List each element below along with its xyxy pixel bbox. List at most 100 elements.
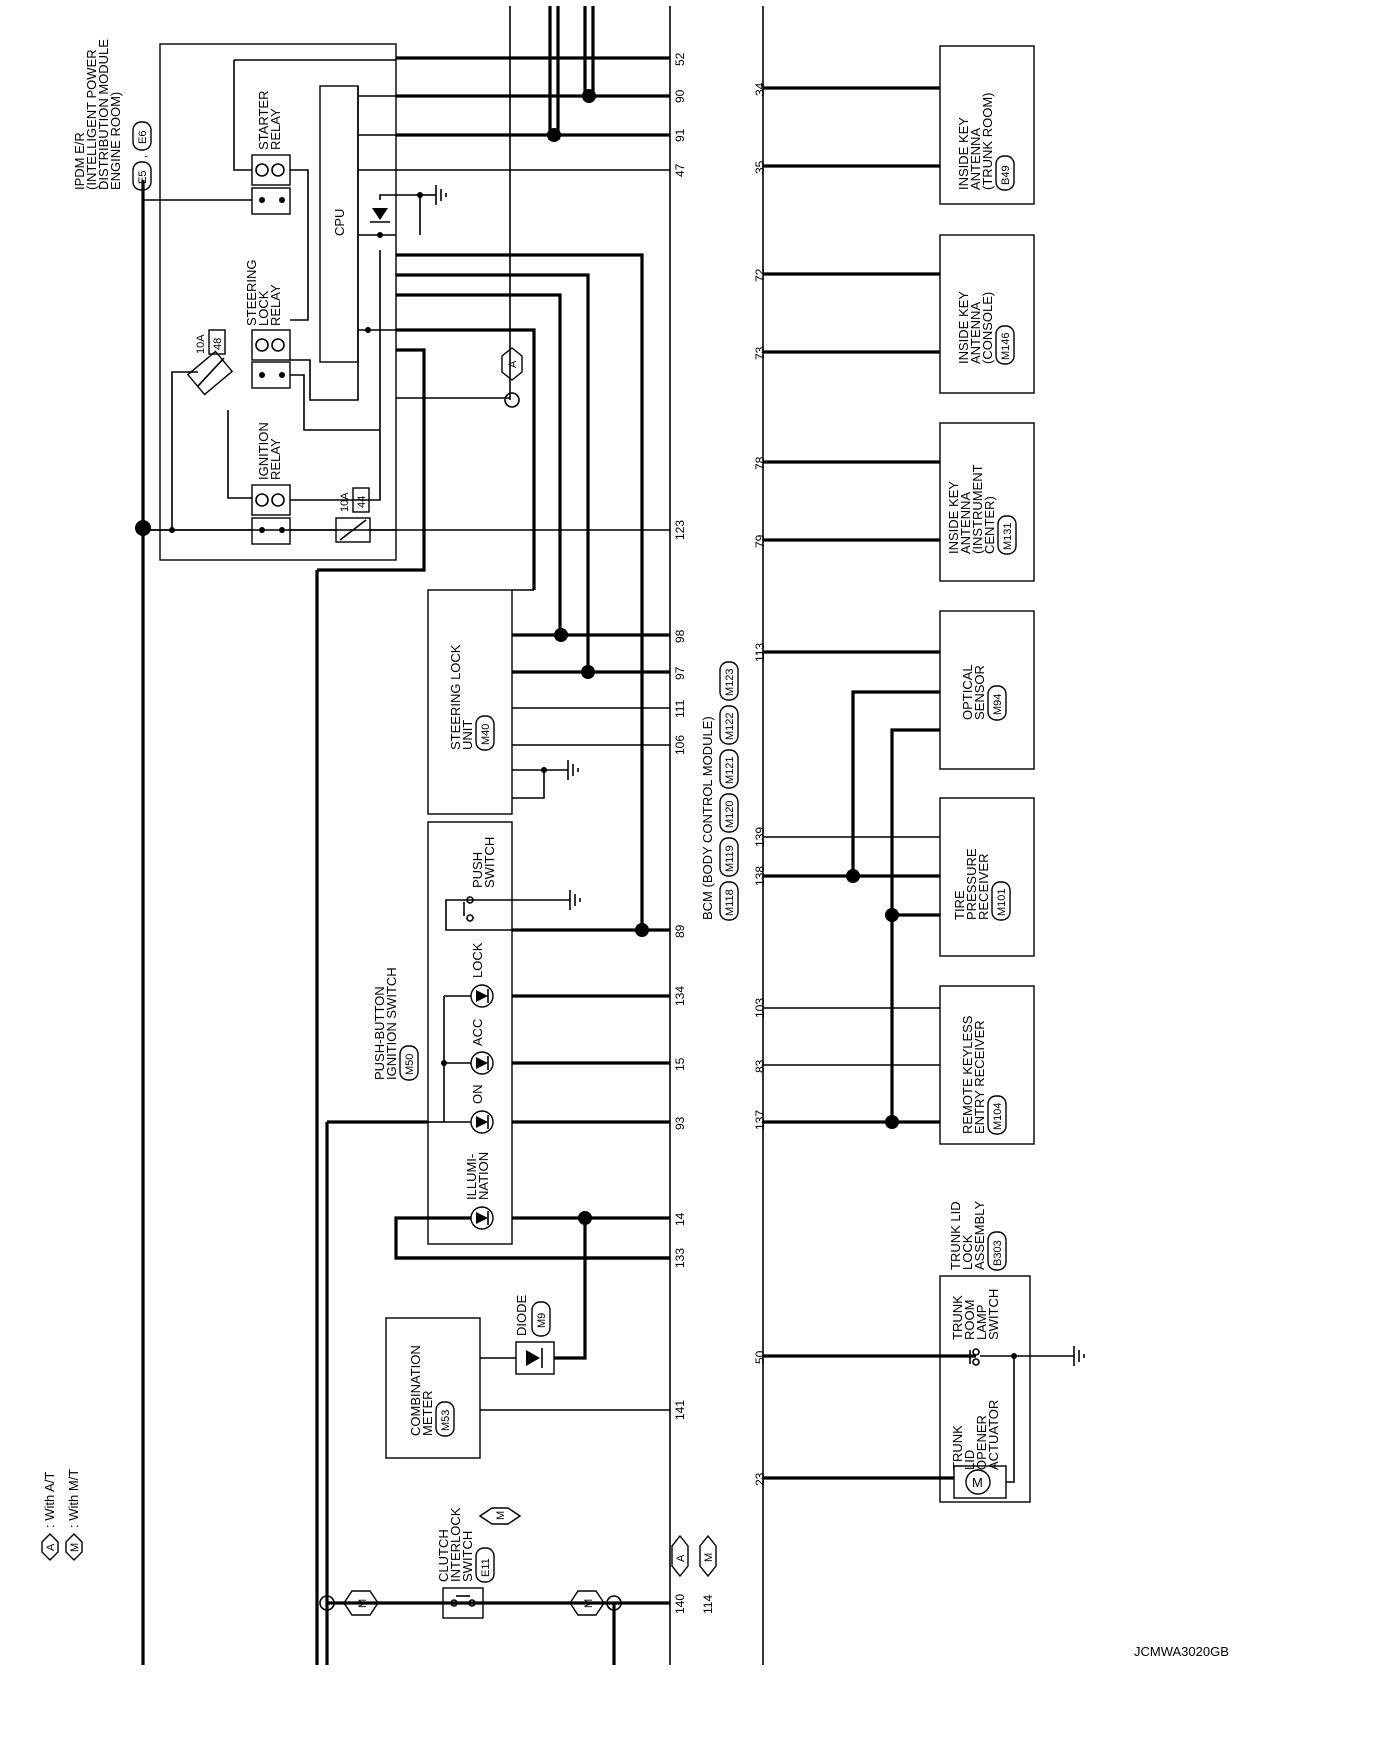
svg-text:35: 35 [753, 160, 767, 174]
svg-text:ROOM: ROOM [962, 1300, 977, 1340]
svg-text:134: 134 [673, 986, 687, 1006]
m-tag-left [343, 1590, 379, 1616]
svg-text:CLUTCH: CLUTCH [436, 1529, 451, 1582]
svg-text:LID: LID [962, 1450, 977, 1470]
svg-text:M120: M120 [724, 800, 736, 828]
svg-text:34: 34 [753, 82, 767, 96]
junction-a [504, 392, 520, 408]
svg-text:47: 47 [673, 163, 687, 177]
svg-text:LAMP: LAMP [974, 1305, 989, 1340]
svg-text:LOCK: LOCK [960, 1234, 975, 1270]
svg-text:M119: M119 [724, 845, 736, 872]
svg-text:89: 89 [673, 924, 687, 938]
svg-text:M94: M94 [992, 694, 1004, 715]
svg-text:ENTRY RECEIVER: ENTRY RECEIVER [972, 1020, 987, 1134]
push-switch [445, 890, 581, 931]
svg-text:INTERLOCK: INTERLOCK [448, 1507, 463, 1582]
svg-text:111: 111 [673, 699, 687, 718]
svg-text:B303: B303 [992, 1240, 1004, 1266]
svg-text:ILLUMI-: ILLUMI- [464, 1154, 479, 1200]
svg-text:M: M [357, 1599, 369, 1608]
svg-text:137: 137 [753, 1110, 767, 1130]
ipdm-connectors: E5 , E6 [132, 121, 152, 191]
svg-text:TRUNK LID: TRUNK LID [948, 1201, 963, 1270]
svg-text:73: 73 [753, 346, 767, 360]
svg-text:STEERING LOCK: STEERING LOCK [448, 644, 463, 750]
svg-text:PUSH: PUSH [470, 852, 485, 888]
connector-a-tag [501, 347, 523, 381]
svg-text:M40: M40 [480, 724, 492, 745]
svg-text:E5: E5 [137, 171, 149, 184]
push-button-switch-box [427, 821, 513, 1245]
svg-text:IPDM E/R: IPDM E/R [72, 132, 87, 190]
svg-text:140: 140 [673, 1594, 687, 1614]
svg-text:M121: M121 [724, 756, 736, 784]
svg-text:50: 50 [753, 1350, 767, 1364]
svg-text:INSIDE KEY: INSIDE KEY [956, 117, 971, 190]
svg-text:DIODE: DIODE [514, 1295, 529, 1337]
svg-text:14: 14 [673, 1212, 687, 1226]
steering-lock-relay-label: STEERING LOCK RELAY [244, 260, 283, 326]
svg-text:83: 83 [753, 1059, 767, 1073]
antenna-trunk-room [939, 45, 1035, 205]
trunk-opener-label: TRUNK LID OPENER ACTUATOR [950, 1400, 1001, 1470]
svg-text:E11: E11 [480, 1558, 492, 1577]
led-lock-label: LOCK [470, 942, 485, 978]
svg-text:M: M [972, 1475, 983, 1490]
diode-conn: M9 [531, 1301, 551, 1337]
svg-text:RECEIVER: RECEIVER [976, 854, 991, 920]
svg-text:RELAY: RELAY [268, 108, 283, 150]
svg-text:141: 141 [673, 1400, 687, 1420]
svg-text:RELAY: RELAY [268, 438, 283, 480]
svg-text:IGNITION: IGNITION [256, 422, 271, 480]
svg-text:ACTUATOR: ACTUATOR [986, 1400, 1001, 1470]
svg-text:48: 48 [212, 338, 224, 350]
svg-text:ENGINE ROOM): ENGINE ROOM) [108, 92, 123, 190]
pin-140-tag [671, 1534, 689, 1578]
steering-lock-unit-label: STEERING LOCK UNIT M40 [448, 644, 495, 751]
svg-text:M: M [703, 1553, 715, 1562]
trunk-room-lamp-label: TRUNK ROOM LAMP SWITCH [950, 1289, 1001, 1340]
svg-text:SWITCH: SWITCH [482, 837, 497, 888]
svg-text:RELAY: RELAY [268, 284, 283, 326]
combination-meter-box [385, 1317, 481, 1459]
svg-text:COMBINATION: COMBINATION [408, 1345, 423, 1436]
led-acc [470, 1051, 494, 1075]
trunk-lid-lock-assembly [939, 1275, 1031, 1503]
svg-text:TRUNK: TRUNK [950, 1295, 965, 1340]
svg-text:10A: 10A [195, 334, 207, 354]
svg-text:INSIDE KEY: INSIDE KEY [956, 291, 971, 364]
svg-text:78: 78 [753, 456, 767, 470]
svg-text:A: A [507, 360, 519, 368]
svg-text:15: 15 [673, 1057, 687, 1071]
push-button-label: PUSH-BUTTON IGNITION SWITCH M50 [372, 967, 419, 1081]
clutch-interlock-label: CLUTCH INTERLOCK SWITCH E11 [436, 1507, 495, 1583]
combination-meter-label: COMBINATION METER M53 [408, 1345, 455, 1437]
svg-text:INSIDE KEY: INSIDE KEY [946, 481, 961, 554]
svg-text:METER: METER [420, 1391, 435, 1437]
svg-text:123: 123 [673, 520, 687, 540]
led-acc-label: ACC [470, 1019, 485, 1046]
svg-text:STEERING: STEERING [244, 260, 259, 326]
fuse-48-label: 10A 48 [195, 329, 226, 355]
svg-text:79: 79 [753, 534, 767, 548]
ipdm-internal-diode [372, 208, 388, 220]
svg-text:103: 103 [753, 998, 767, 1018]
led-illumination [470, 1206, 494, 1230]
starter-relay-contact [251, 187, 291, 215]
ignition-relay-label: IGNITION RELAY [256, 422, 283, 480]
svg-text:(CONSOLE): (CONSOLE) [980, 292, 995, 364]
svg-text:: With A/T: : With A/T [42, 1472, 57, 1528]
svg-text:E6: E6 [137, 131, 149, 144]
svg-text:REMOTE KEYLESS: REMOTE KEYLESS [960, 1015, 975, 1134]
svg-text:M: M [583, 1599, 595, 1608]
led-lock [470, 984, 494, 1008]
svg-text:M123: M123 [724, 668, 736, 696]
keyless-entry-receiver [939, 985, 1035, 1145]
svg-text:M122: M122 [724, 712, 736, 740]
svg-text:44: 44 [356, 496, 368, 508]
svg-text:M146: M146 [1000, 332, 1012, 360]
svg-text:,: , [137, 155, 149, 158]
bcm-label: BCM (BODY CONTROL MODULE) [700, 716, 715, 920]
svg-text:ANTENNA: ANTENNA [968, 302, 983, 364]
